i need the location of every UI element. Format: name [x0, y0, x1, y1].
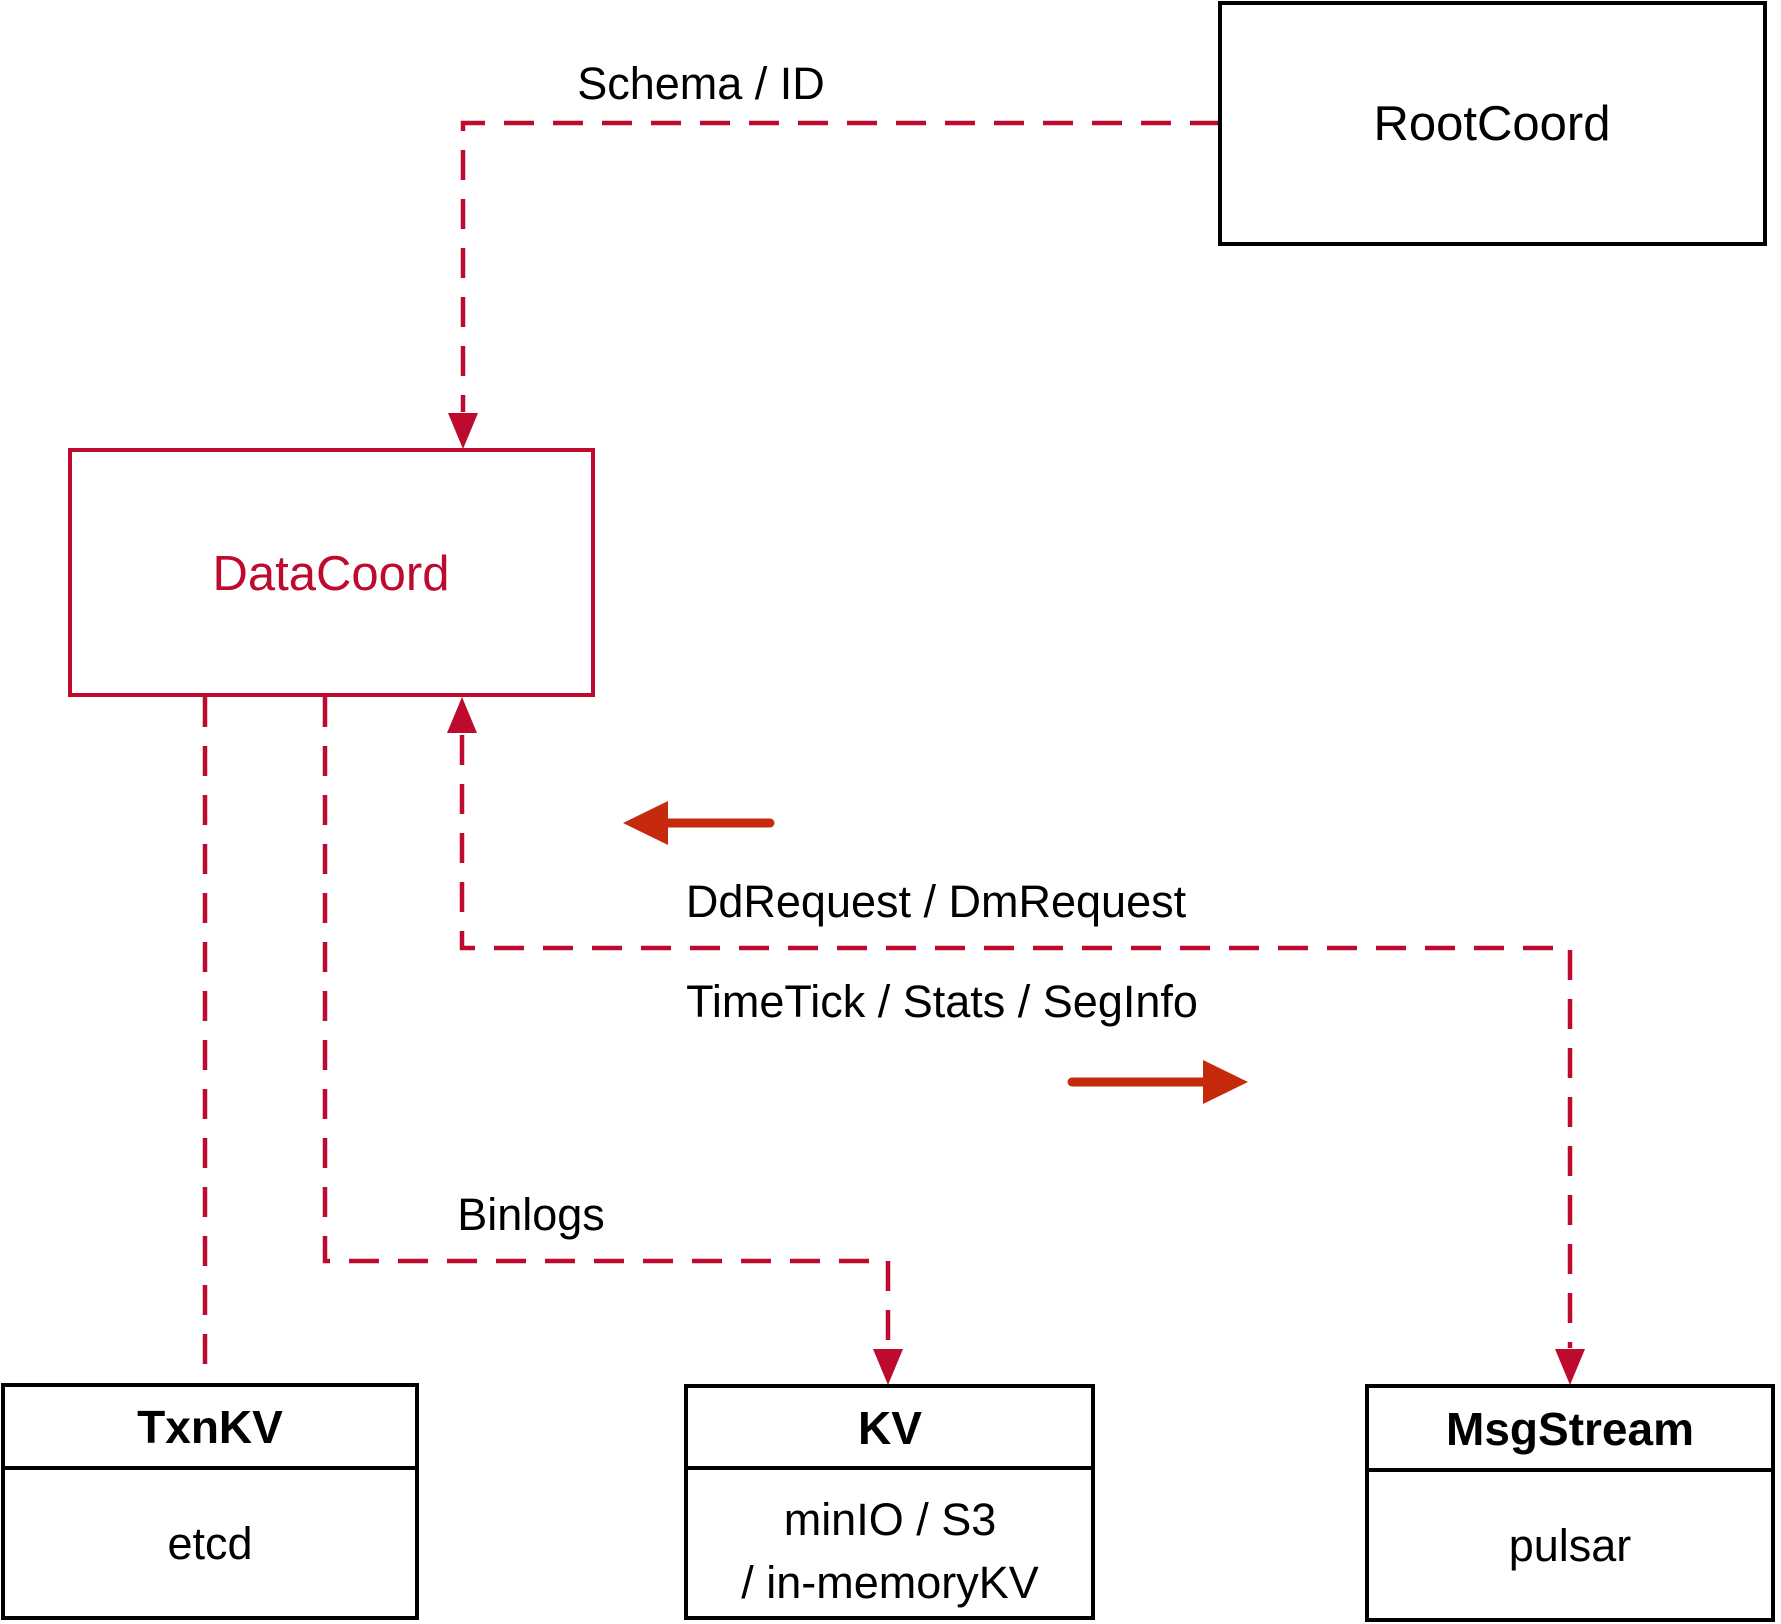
arrowhead-up-datacoord-bottom-icon	[447, 697, 477, 733]
node-datacoord-box	[68, 448, 595, 697]
edge-schema-id-line	[460, 120, 1220, 412]
edge-binlogs-line	[322, 697, 891, 1348]
node-rootcoord-box	[1218, 1, 1767, 246]
arrowhead-down-datacoord-top-icon	[448, 413, 478, 449]
node-msgstream-body: pulsar	[1509, 1520, 1632, 1571]
node-msgstream-box	[1365, 1384, 1775, 1622]
node-txnkv-box	[1, 1383, 419, 1620]
edge-msgstream-datacoord-line	[459, 735, 1573, 1348]
edge-schema-id	[448, 120, 1220, 449]
edge-msgstream-datacoord	[447, 697, 1585, 1385]
arrowhead-down-msgstream-top-icon	[1555, 1349, 1585, 1385]
node-kv-title: KV	[858, 1402, 922, 1454]
right-arrow-head	[1203, 1060, 1248, 1104]
node-txnkv-title: TxnKV	[137, 1401, 283, 1453]
edge-label-ddrequest-dmrequest: DdRequest / DmRequest	[686, 876, 1187, 927]
node-kv-body-line2: / in-memoryKV	[741, 1557, 1039, 1608]
node-txnkv-body: etcd	[167, 1518, 252, 1569]
edge-label-schema-id: Schema / ID	[577, 58, 825, 109]
node-rootcoord: RootCoord	[1218, 1, 1767, 246]
left-direction-arrow-icon	[623, 801, 775, 845]
node-msgstream: MsgStream pulsar	[1365, 1384, 1775, 1622]
left-arrow-head	[623, 801, 668, 845]
node-kv-box	[684, 1384, 1095, 1620]
arrowhead-down-kv-top-icon	[873, 1349, 903, 1385]
edge-label-binlogs: Binlogs	[457, 1189, 605, 1240]
right-direction-arrow-icon	[1067, 1060, 1248, 1104]
node-datacoord-label: DataCoord	[213, 547, 450, 601]
node-rootcoord-label: RootCoord	[1374, 97, 1611, 151]
node-msgstream-title: MsgStream	[1446, 1403, 1694, 1455]
edge-label-timetick-stats-seginfo: TimeTick / Stats / SegInfo	[686, 976, 1198, 1027]
node-kv-body-line1: minIO / S3	[784, 1494, 997, 1545]
node-datacoord: DataCoord	[68, 448, 595, 697]
node-txnkv: TxnKV etcd	[1, 1383, 419, 1620]
edge-binlogs	[322, 697, 903, 1385]
node-kv: KV minIO / S3 / in-memoryKV	[684, 1384, 1095, 1620]
